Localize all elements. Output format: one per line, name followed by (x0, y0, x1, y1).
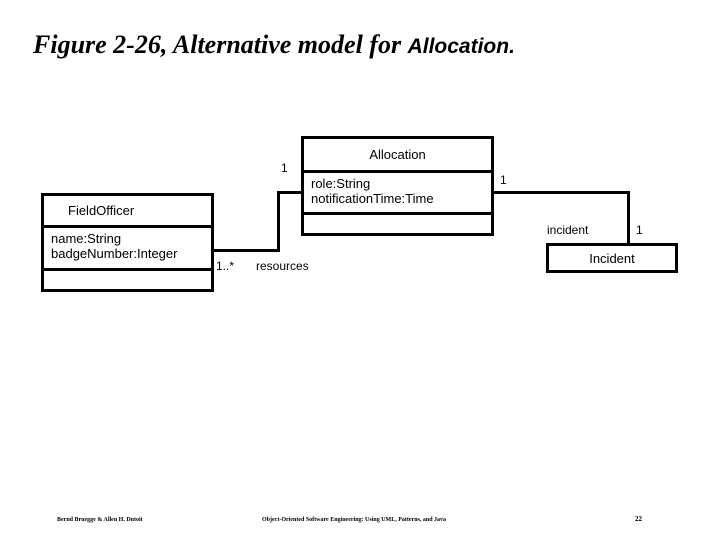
uml-operations-compartment-allocation (304, 212, 491, 233)
page-title: Figure 2-26, Alternative model for Alloc… (33, 30, 693, 64)
uml-attribute: notificationTime:Time (311, 191, 434, 206)
uml-attribute: name:String (51, 231, 122, 246)
uml-attributes-compartment-allocation: role:String notificationTime:Time (304, 170, 491, 212)
multiplicity-fieldofficer-end: 1..* (216, 259, 235, 273)
uml-operations-compartment-fieldofficer (44, 268, 211, 289)
role-label-incident: incident (547, 223, 589, 237)
role-label-resources: resources (256, 259, 309, 273)
multiplicity-incident-end: 1 (636, 223, 643, 237)
uml-class-name-compartment: FieldOfficer (44, 196, 211, 225)
multiplicity-allocation-end: 1 (281, 161, 288, 175)
uml-class-incident[interactable]: Incident (546, 243, 678, 273)
uml-class-name-compartment: Allocation (304, 139, 491, 170)
page-title-serif: Figure 2-26, Alternative model for (33, 30, 408, 59)
association-line-fieldofficer-allocation-v (277, 191, 280, 252)
multiplicity-allocation-incident-source: 1 (500, 173, 507, 187)
uml-class-name-fieldofficer: FieldOfficer (68, 203, 135, 218)
association-line-allocation-incident-v (627, 191, 630, 246)
uml-class-name-allocation: Allocation (369, 147, 426, 162)
footer-author: Bernd Bruegge & Allen H. Dutoit (57, 517, 143, 523)
uml-class-name-compartment: Incident (549, 246, 675, 270)
association-line-fieldofficer-allocation-h1 (214, 249, 280, 252)
footer-book-title: Object-Oriented Software Engineering: Us… (262, 517, 447, 523)
uml-attribute: role:String (311, 176, 371, 191)
uml-class-allocation[interactable]: Allocation role:String notificationTime:… (301, 136, 494, 236)
uml-attribute: badgeNumber:Integer (51, 246, 178, 261)
footer-page-number: 22 (635, 515, 642, 523)
association-line-allocation-incident-h (491, 191, 630, 194)
uml-class-fieldofficer[interactable]: FieldOfficer name:String badgeNumber:Int… (41, 193, 214, 292)
uml-class-name-incident: Incident (589, 250, 635, 266)
association-line-fieldofficer-allocation-h2 (277, 191, 304, 194)
uml-attributes-compartment-fieldofficer: name:String badgeNumber:Integer (44, 225, 211, 268)
page-title-sans: Allocation. (407, 35, 515, 58)
